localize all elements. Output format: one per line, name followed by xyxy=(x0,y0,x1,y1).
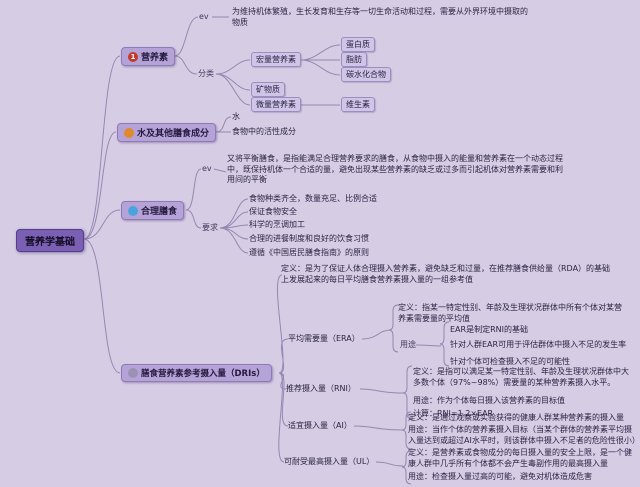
node-era[interactable]: 平均需要量（ERA） xyxy=(288,334,360,343)
branch-dris-label: 膳食营养素参考摄入量（DRIs） xyxy=(141,369,265,379)
node-food-active-components[interactable]: 食物中的活性成分 xyxy=(232,127,296,136)
ai-definition-note[interactable]: 定义：是通过观察或实验获得的健康人群某种营养素的摄入量 xyxy=(408,413,624,422)
node-micronutrients[interactable]: 微量营养素 xyxy=(251,97,301,112)
branch-nutrients[interactable]: 1 营养素 xyxy=(121,47,176,66)
requirements-label[interactable]: 要求 xyxy=(202,223,218,232)
branch-water-label: 水及其他膳食成分 xyxy=(137,129,210,139)
era-usage-item-3[interactable]: 针对个体可检查摄入不足的可能性 xyxy=(450,357,570,366)
node-minerals[interactable]: 矿物质 xyxy=(251,82,285,97)
node-ai[interactable]: 适宜摄入量（AI） xyxy=(288,421,352,430)
branch-diet-label: 合理膳食 xyxy=(141,207,178,217)
diet-badge-icon xyxy=(128,205,138,216)
ev-label-diet[interactable]: ev xyxy=(202,164,212,173)
node-macronutrients[interactable]: 宏量营养素 xyxy=(251,52,301,67)
ev-label-nutrients[interactable]: ev xyxy=(199,12,209,21)
rni-usage-note[interactable]: 用途：作为个体每日摄入该营养素的目标值 xyxy=(413,396,565,405)
node-protein[interactable]: 蛋白质 xyxy=(341,37,375,52)
requirement-item-2[interactable]: 保证食物安全 xyxy=(249,207,297,216)
era-usage-label[interactable]: 用途 xyxy=(400,340,416,349)
node-ul[interactable]: 可耐受最高摄入量（UL） xyxy=(284,457,375,466)
rni-calc-note[interactable]: 计算：RNI=1.2×EAR xyxy=(413,409,494,418)
requirement-item-1[interactable]: 食物种类齐全，数量充足、比例合适 xyxy=(249,194,377,203)
root-node[interactable]: 营养学基础 xyxy=(16,229,84,252)
era-usage-item-1[interactable]: EAR是制定RNI的基础 xyxy=(450,325,528,334)
requirement-item-3[interactable]: 科学的烹调加工 xyxy=(249,220,305,229)
classification-label[interactable]: 分类 xyxy=(198,69,214,78)
diet-definition-note[interactable]: 又将平衡膳食，是指能满足合理营养要求的膳食，从食物中摄入的能量和营养素在一个动态… xyxy=(227,154,563,184)
node-carbohydrate[interactable]: 碳水化合物 xyxy=(341,67,391,82)
ul-definition-note[interactable]: 定义：是营养素或食物成分的每日摄入量的安全上限，是一个健康人群中几乎所有个体都不… xyxy=(408,448,632,468)
ul-usage-note[interactable]: 用途：检查摄入量过高的可能，避免对机体造成危害 xyxy=(408,472,592,481)
rni-definition-note[interactable]: 定义：是指可以满足某一特定性别、年龄及生理状况群体中大多数个体（97%~98%）… xyxy=(413,367,629,387)
requirement-item-4[interactable]: 合理的进餐制度和良好的饮食习惯 xyxy=(249,234,369,243)
node-rni[interactable]: 推荐摄入量（RNI） xyxy=(286,384,356,393)
node-water[interactable]: 水 xyxy=(232,112,240,121)
requirement-item-5[interactable]: 遵循《中国居民膳食指南》的原则 xyxy=(249,248,369,257)
ai-usage-note[interactable]: 用途：当作个体的营养素摄入目标（当某个群体的营养素平均摄入量达到或超过AI水平时… xyxy=(408,425,640,445)
branch-dris[interactable]: 膳食营养素参考摄入量（DRIs） xyxy=(121,364,272,382)
water-badge-icon xyxy=(124,127,134,138)
nutrients-definition-note[interactable]: 为维持机体繁殖，生长发育和生存等一切生命活动和过程，需要从外界环境中摄取的物质 xyxy=(232,7,528,27)
branch-water-components[interactable]: 水及其他膳食成分 xyxy=(117,123,217,142)
era-definition-note[interactable]: 定义：指某一特定性别、年龄及生理状况群体中所有个体对某营养素需要量的平均值 xyxy=(398,303,622,323)
dris-definition-note[interactable]: 定义：是为了保证人体合理摄入营养素，避免缺乏和过量，在推荐膳食供给量（RDA）的… xyxy=(281,264,611,284)
node-fat[interactable]: 脂肪 xyxy=(341,52,367,67)
dris-badge-icon xyxy=(128,368,138,378)
nutrients-badge-icon: 1 xyxy=(128,51,138,62)
branch-balanced-diet[interactable]: 合理膳食 xyxy=(121,201,185,220)
branch-nutrients-label: 营养素 xyxy=(141,53,169,63)
era-usage-item-2[interactable]: 针对人群EAR可用于评估群体中摄入不足的发生率 xyxy=(450,340,627,349)
node-vitamins[interactable]: 维生素 xyxy=(341,97,375,112)
